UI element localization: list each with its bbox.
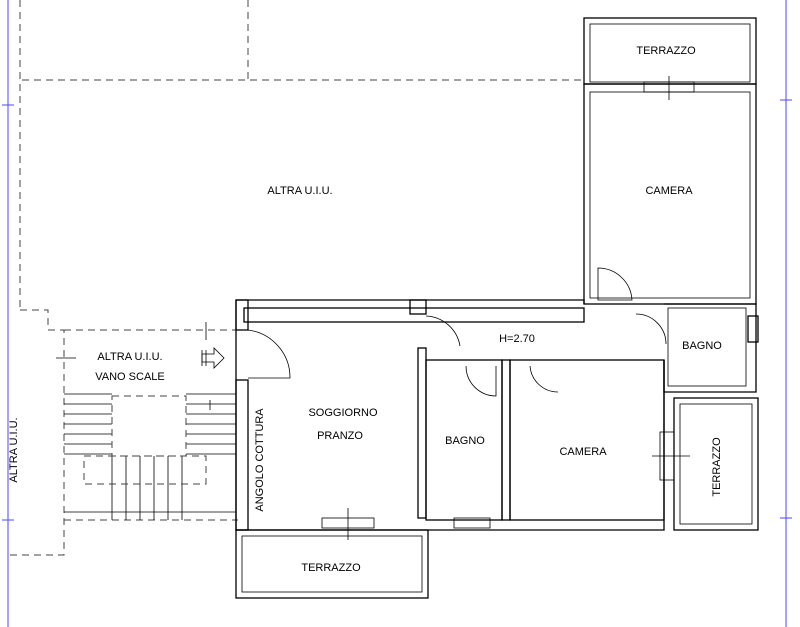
ceiling-height-label: H=2.70	[499, 333, 535, 345]
terrazzo-right-area	[652, 397, 759, 531]
room-label-soggiorno: SOGGIORNO	[308, 407, 378, 419]
terrazzo-bottom-area	[235, 508, 491, 599]
dashed-boundaries	[8, 0, 584, 556]
room-label-pranzo: PRANZO	[317, 430, 363, 442]
room-label-altra-uiu-stairs: ALTRA U.I.U.	[97, 351, 162, 363]
room-label-altra-uiu-top: ALTRA U.I.U.	[267, 185, 332, 197]
room-label-bagno-right: BAGNO	[682, 340, 722, 352]
room-label-vano-scale: VANO SCALE	[95, 371, 165, 383]
room-label-terrazzo-bottom: TERRAZZO	[301, 562, 361, 574]
room-label-bagno-center: BAGNO	[445, 435, 485, 447]
room-label-terrazzo-top: TERRAZZO	[636, 45, 696, 57]
terrazzo-top-area	[583, 17, 757, 100]
room-label-camera-center: CAMERA	[559, 446, 607, 458]
room-label-altra-uiu-left: ALTRA U.I.U.	[8, 417, 20, 482]
room-label-terrazzo-right: TERRAZZO	[711, 437, 723, 497]
doors	[247, 267, 667, 397]
room-label-angolo-cottura: ANGOLO COTTURA	[254, 408, 266, 512]
stairwell	[56, 322, 236, 520]
apartment-walls	[235, 83, 759, 531]
room-label-camera-top: CAMERA	[645, 185, 693, 197]
